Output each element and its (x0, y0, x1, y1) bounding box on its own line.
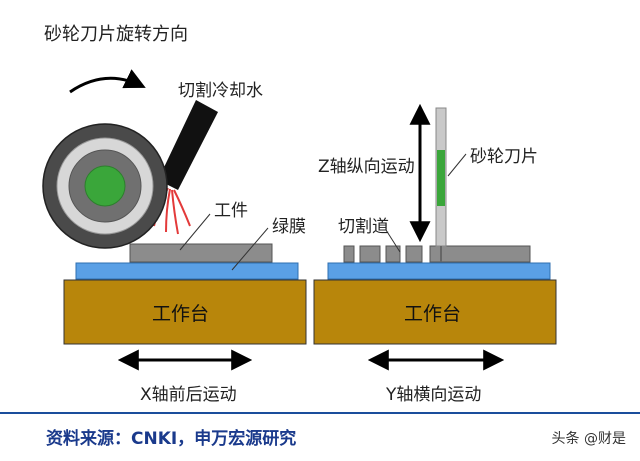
right-film (327, 262, 551, 280)
diced-workpiece (343, 245, 531, 263)
workpiece-label: 工件 (214, 201, 248, 221)
blade-edge (437, 150, 445, 206)
film-leader (231, 227, 269, 271)
blade-label: 砂轮刀片 (470, 147, 538, 167)
rotation-arrow (69, 69, 146, 94)
z-motion-label: Z轴纵向运动 (318, 157, 415, 177)
source-text: 资料来源：CNKI，申万宏源研究 (46, 429, 297, 449)
left-stage-label: 工作台 (152, 303, 210, 325)
kerf-leader (385, 229, 401, 253)
coolant-label: 切割冷却水 (178, 81, 263, 101)
right-stage-label: 工作台 (404, 303, 462, 325)
x-motion-label: X轴前后运动 (140, 385, 237, 405)
footer-rule (0, 412, 640, 414)
wheel-hub (84, 165, 126, 207)
left-workpiece (129, 243, 273, 263)
film-label: 绿膜 (272, 217, 306, 237)
y-motion-label: Y轴横向运动 (386, 385, 482, 405)
grinding-wheel (42, 123, 168, 249)
left-film (75, 262, 299, 280)
rotation-label: 砂轮刀片旋转方向 (44, 24, 188, 45)
coolant-nozzle (158, 100, 218, 190)
blade-leader (447, 153, 467, 177)
left-stage (63, 279, 307, 345)
right-stage (313, 279, 557, 345)
watermark: 头条 @财是 (551, 431, 626, 447)
kerf-label: 切割道 (338, 217, 389, 237)
workpiece-leader (179, 213, 211, 251)
